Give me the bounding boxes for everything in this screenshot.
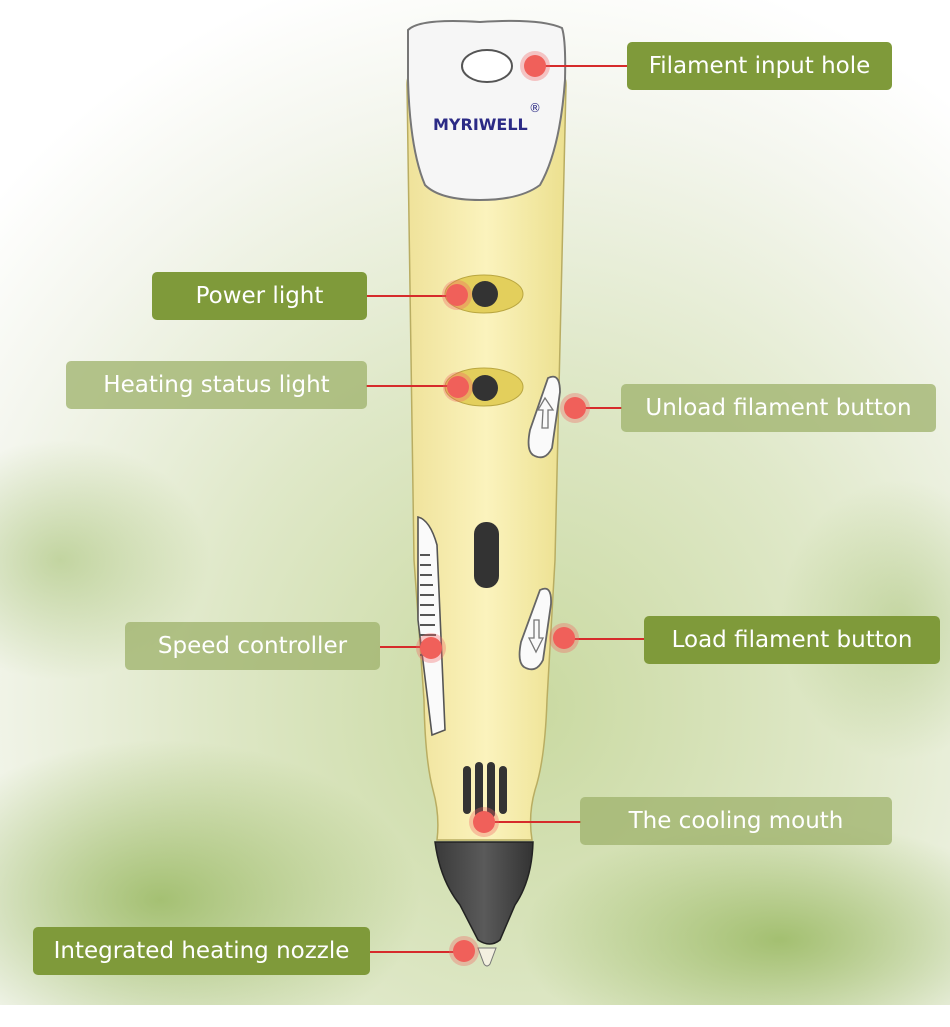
pointer-dot-heating-nozzle — [453, 940, 475, 962]
background-blob — [520, 820, 950, 1027]
pen-tip — [434, 841, 534, 945]
pointer-line-cooling-mouth — [485, 821, 581, 823]
up-arrow-icon — [536, 396, 555, 429]
pointer-dot-unload-button — [564, 397, 586, 419]
brand-logo: MYRIWELL — [433, 115, 528, 134]
pointer-line-load-button — [565, 638, 645, 640]
label-heating-status-light: Heating status light — [66, 361, 367, 409]
pointer-dot-load-button — [553, 627, 575, 649]
pointer-line-speed-controller — [380, 646, 430, 648]
down-arrow-icon — [527, 619, 545, 654]
load-button — [518, 587, 552, 671]
label-unload-filament-button: Unload filament button — [621, 384, 936, 432]
pointer-dot-cooling-mouth — [473, 811, 495, 833]
label-filament-input-hole: Filament input hole — [627, 42, 892, 90]
pointer-line-heating-nozzle — [370, 951, 464, 953]
pointer-dot-power-light — [446, 284, 468, 306]
pen-top-cap — [407, 19, 567, 202]
pointer-line-filament-hole — [540, 65, 628, 67]
pointer-dot-heating-light — [447, 376, 469, 398]
power-light-lens — [472, 281, 498, 307]
pointer-dot-filament-hole — [524, 55, 546, 77]
label-integrated-heating-nozzle: Integrated heating nozzle — [33, 927, 370, 975]
unload-button — [527, 375, 561, 459]
pointer-line-unload-button — [575, 407, 622, 409]
side-slot — [474, 522, 499, 588]
label-load-filament-button: Load filament button — [644, 616, 940, 664]
label-cooling-mouth: The cooling mouth — [580, 797, 892, 845]
nozzle — [477, 947, 497, 967]
brand-registered-mark: ® — [529, 101, 541, 115]
pointer-line-power-light — [366, 295, 458, 297]
label-power-light: Power light — [152, 272, 367, 320]
heating-light-lens — [472, 375, 498, 401]
label-speed-controller: Speed controller — [125, 622, 380, 670]
background-blob — [0, 440, 210, 680]
filament-hole — [461, 49, 513, 83]
pointer-dot-speed-controller — [420, 637, 442, 659]
pointer-line-heating-light — [366, 385, 458, 387]
cooling-vents — [463, 762, 507, 818]
bottom-strip — [0, 1005, 950, 1027]
